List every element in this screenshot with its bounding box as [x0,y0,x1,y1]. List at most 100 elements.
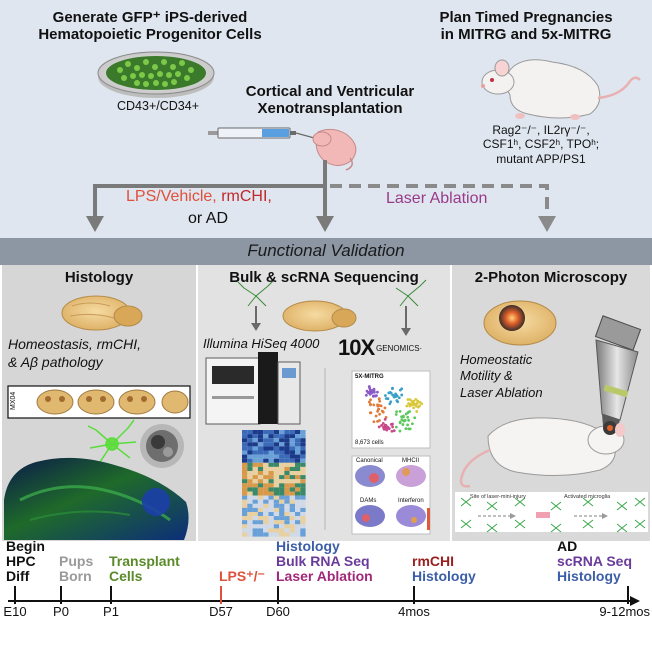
heatmap-cell [263,528,269,533]
schematic-microglia [634,519,646,529]
tsne-point [376,404,380,408]
heatmap-cell [273,524,280,529]
subplot-label-mhcii: MHCII [402,458,419,464]
heatmap-cell [289,532,295,537]
heatmap-cell [268,462,274,467]
heatmap-cell [284,487,290,492]
heatmap-cell [295,442,301,447]
subplot-label-interferon: Interferon [398,498,424,504]
functional-validation-banner [0,238,652,265]
heatmap-cell [289,528,295,533]
tsne-point [384,423,388,427]
step1-title: Generate GFP⁺ iPS-derived Hematopoietic … [6,9,294,43]
heatmap-cell [284,471,290,476]
heatmap-cell [279,446,285,451]
heatmap-cell [268,528,274,533]
heatmap-cell [257,471,264,476]
heatmap-cell [289,495,295,500]
tsne-point [412,402,416,406]
tsne-point [395,394,399,397]
tsne-point [408,404,412,408]
heatmap-cell [247,503,253,508]
heatmap-cell [252,438,258,443]
heatmap-cell [242,450,248,455]
heatmap-cell [242,483,248,488]
heatmap-cell [268,503,274,508]
tsne-point [384,394,387,397]
schematic-microglia [486,501,498,511]
heatmap-cell [257,483,264,488]
heatmap-cell [268,507,274,512]
heatmap-cell [289,466,295,471]
heatmap-cell [295,483,301,488]
heatmap-cell [257,475,264,480]
heatmap-cell [247,471,253,476]
heatmap-cell [295,507,301,512]
heatmap-cell [279,434,285,439]
heatmap-cell [279,512,285,517]
heatmap-cell [257,491,264,496]
timeline-event-line: Pups [59,552,94,569]
heatmap-cell [279,503,285,508]
heatmap-cell [252,442,258,447]
heatmap-cell [242,454,248,459]
laser-injury-schematic [455,492,648,533]
heatmap-cell [300,491,306,496]
tsne-point [395,399,399,402]
heatmap-cell [257,442,264,447]
tsne-point [391,422,394,426]
heatmap-cell [273,438,280,443]
laser-ablation-label: Laser Ablation [386,190,488,207]
heatmap-cell [242,520,248,525]
heatmap-cell [300,483,306,488]
tsne-point [390,429,394,433]
tsne-point [398,429,402,433]
schematic-microglia [460,519,472,529]
heatmap-cell [247,483,253,488]
rmchi-label: rmCHI, [221,188,272,205]
heatmap-cell [242,528,248,533]
tsne-point [391,387,394,391]
heatmap-cell [263,520,269,525]
heatmap-cell [242,491,248,496]
heatmap-cell [242,479,248,484]
heatmap-cell [263,499,269,504]
heatmap-cell [300,442,306,447]
tsne-point [407,427,411,431]
heatmap-cell [273,499,280,504]
step3-title: Cortical and Ventricular Xenotransplanta… [214,83,446,117]
heatmap-cell [300,524,306,529]
tsne-point [405,404,409,408]
heatmap-cell [295,479,301,484]
heatmap-cell [289,524,295,529]
heatmap-cell [247,520,253,525]
heatmap-cell [268,516,274,521]
heatmap-cell [268,458,274,463]
heatmap-cell [279,458,285,463]
heatmap-cell [289,512,295,517]
heatmap-cell [268,475,274,480]
heatmap-cell [273,532,280,537]
tsne-point [416,399,420,403]
tsne-point [412,399,416,403]
heatmap-cell [268,454,274,459]
heatmap-cell [300,462,306,467]
heatmap-cell [247,479,253,484]
heatmap-cell [252,503,258,508]
tsne-point [383,417,387,421]
schematic-microglia [514,497,526,507]
heatmap-cell [289,450,295,455]
heatmap-cell [242,458,248,463]
heatmap-cell [295,512,301,517]
heatmap-cell [257,446,264,451]
heatmap-cell [284,524,290,529]
heatmap-cell [247,434,253,439]
twophoton-subtitle-line1: Homeostatic [460,352,533,367]
heatmap-cell [284,442,290,447]
heatmap-cell [295,487,301,492]
heatmap-cell [295,454,301,459]
tsne-point [382,425,385,429]
imaging-mouse-icon [459,417,625,488]
tsne-point [412,406,415,410]
